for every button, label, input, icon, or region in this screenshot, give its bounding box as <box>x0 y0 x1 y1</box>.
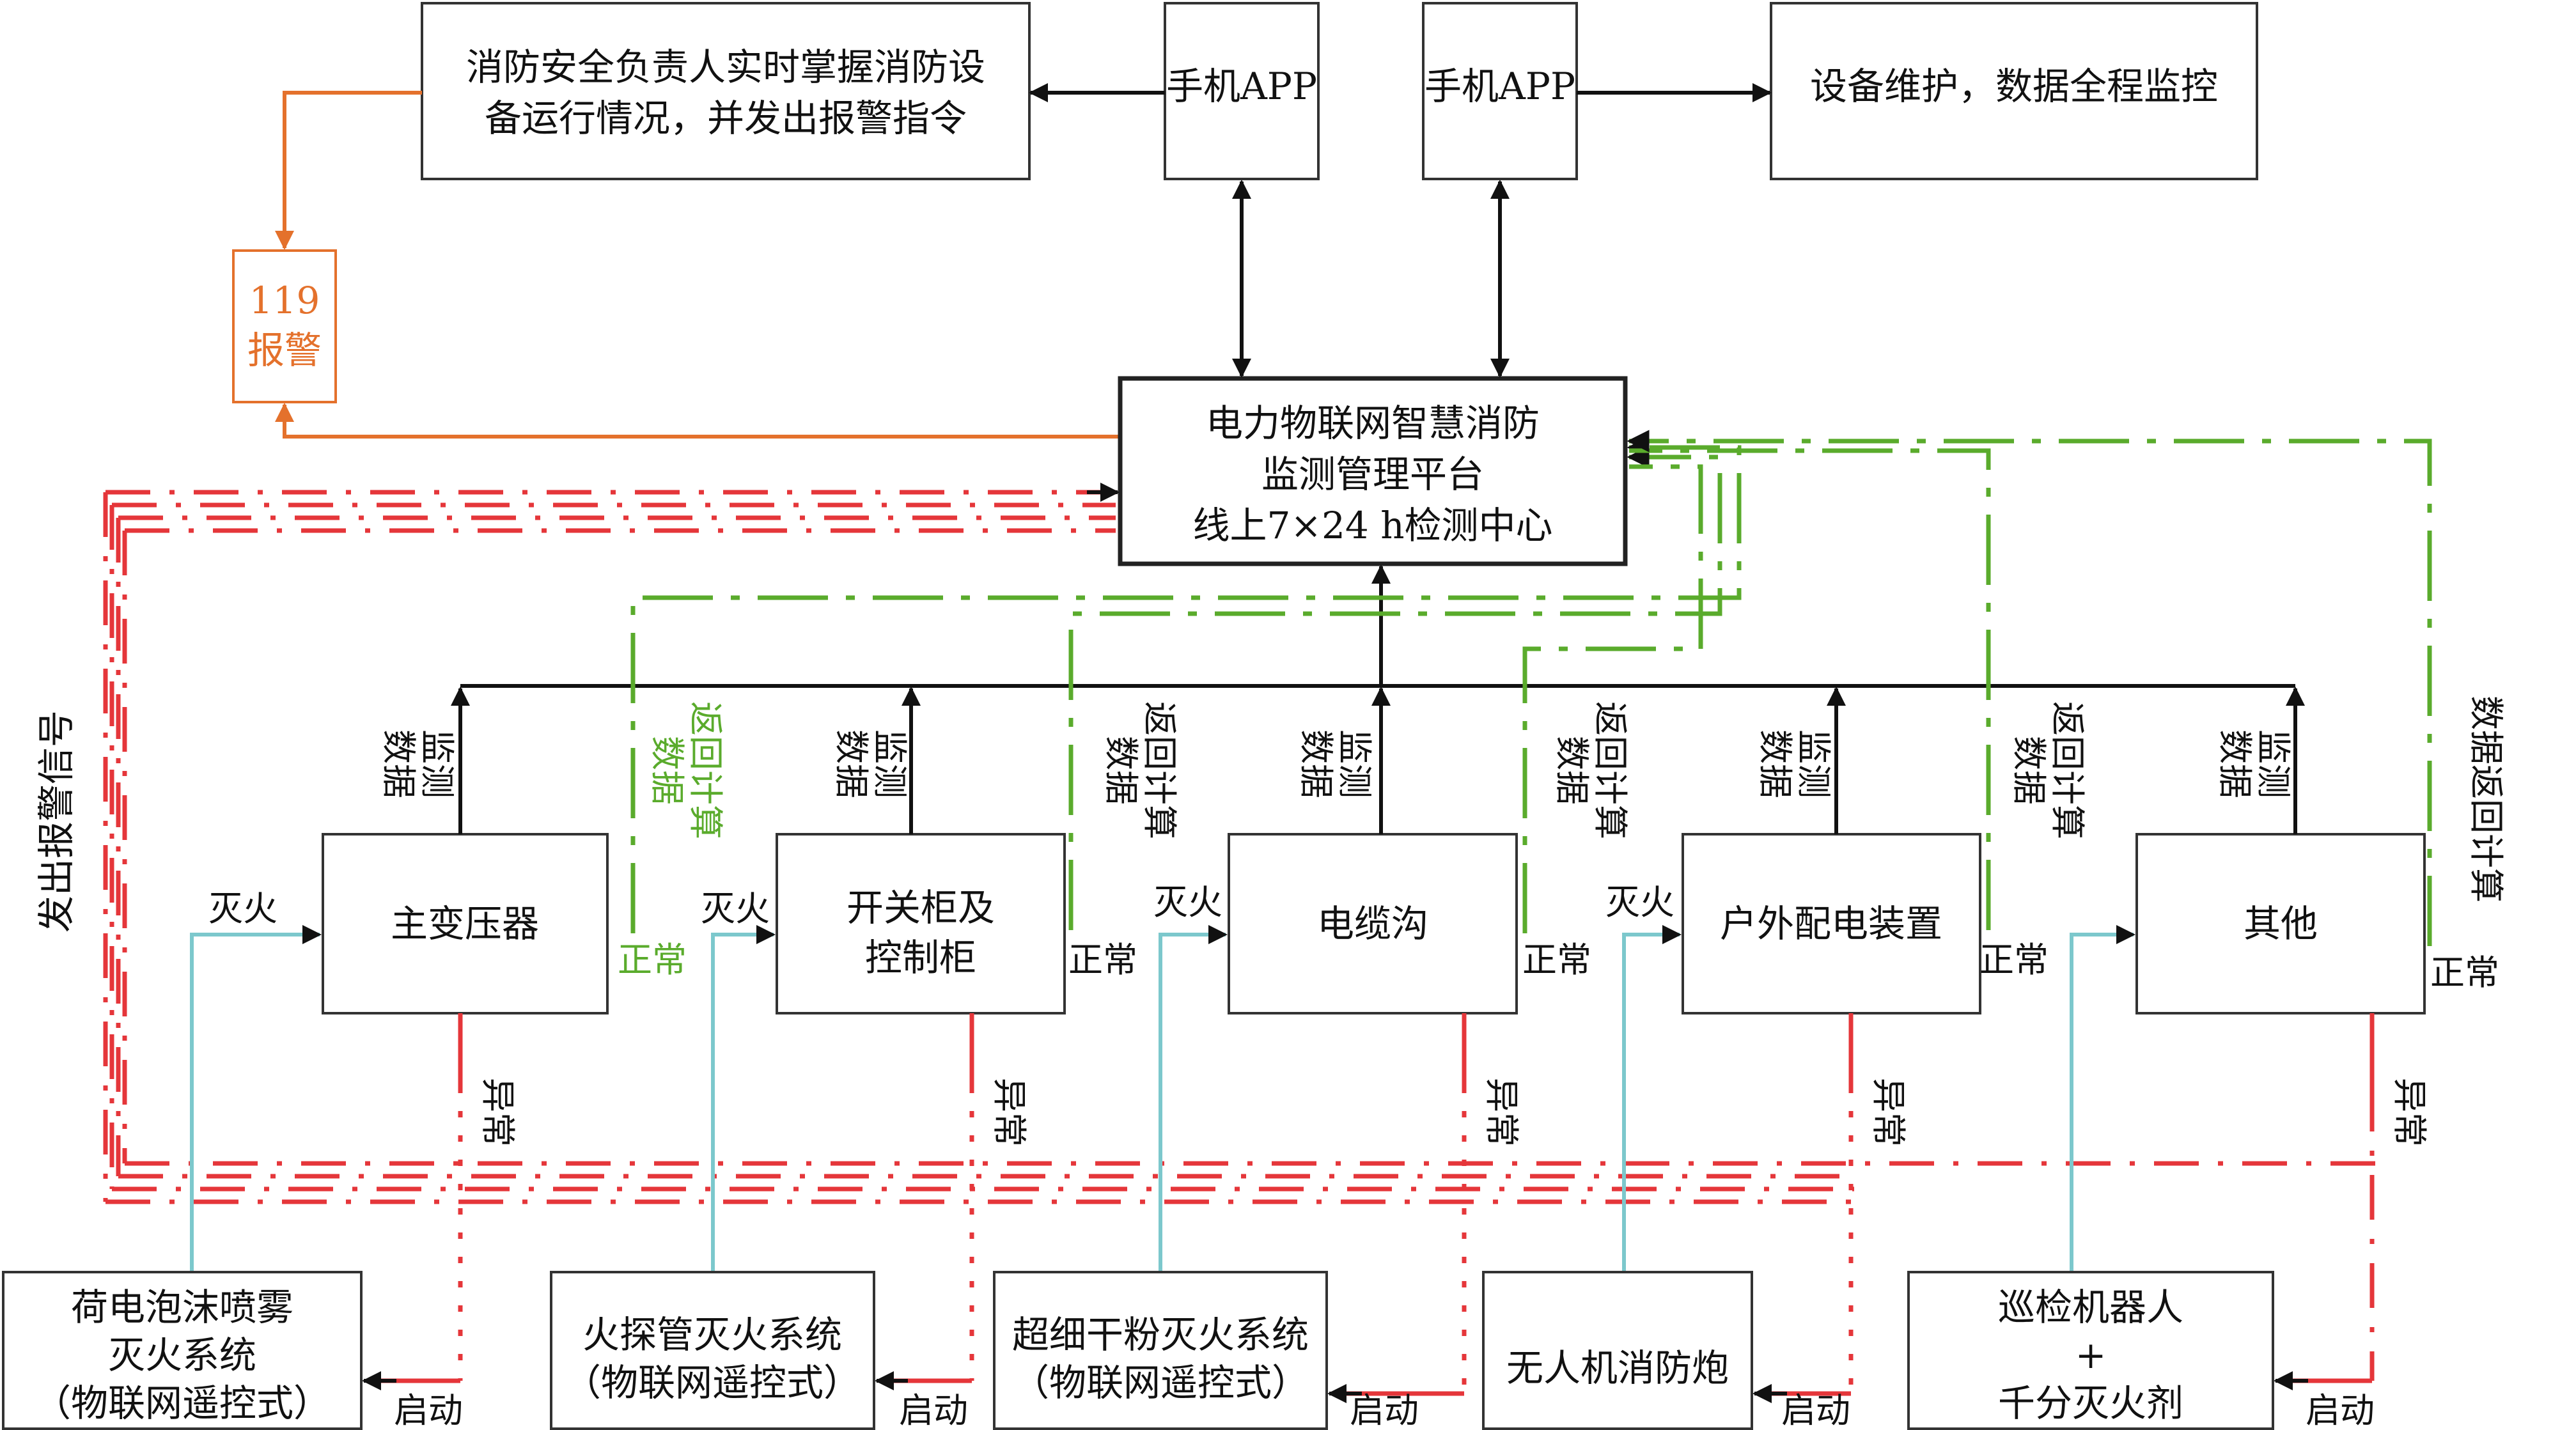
system-robot-line3: 千分灭火剂 <box>1998 1381 2183 1425</box>
start-label-5: 启动 <box>2306 1390 2375 1430</box>
extinguish-label-3: 灭火 <box>1153 882 1222 922</box>
manager-text-line1: 消防安全负责人实时掌握消防设 <box>466 45 985 89</box>
alarm-119-box <box>232 249 337 403</box>
abnormal-labels: 异常 异常 异常 异常 异常 <box>478 1078 2430 1147</box>
start-arrows <box>362 1371 2372 1403</box>
system-robot-line1: 巡检机器人 <box>1998 1286 2183 1329</box>
data-return-labels: 数据 返回计算 数据 返回计算 数据 返回计算 数据 返回计算 数据返回计算 <box>647 696 2506 903</box>
extinguish-label-4: 灭火 <box>1605 882 1674 922</box>
maintenance-label: 设备维护，数据全程监控 <box>1810 65 2218 108</box>
systems-row: 荷电泡沫喷雾 灭火系统 （物联网遥控式） 火探管灭火系统 （物联网遥控式） 超细… <box>2 1271 2274 1430</box>
system-box-ultrafine-powder <box>993 1271 1328 1430</box>
equipment-label-other: 其他 <box>2244 902 2318 945</box>
mobile-app-label-right: 手机APP <box>1425 65 1575 108</box>
abnormal-label-2: 异常 <box>989 1078 1029 1147</box>
alarm-119-number: 119 <box>249 279 320 322</box>
platform-line2: 监测管理平台 <box>1261 453 1484 496</box>
system-foam-line2: 灭火系统 <box>108 1333 256 1377</box>
abnormal-label-1: 异常 <box>478 1078 518 1147</box>
data-return-label-1a: 数据 <box>647 736 687 805</box>
system-foam-line1: 荷电泡沫喷雾 <box>71 1286 293 1329</box>
equipment-box-switchgear <box>776 833 1066 1014</box>
extinguish-label-1: 灭火 <box>208 889 277 929</box>
normal-label-5: 正常 <box>2430 952 2499 993</box>
abnormal-label-4: 异常 <box>1868 1078 1909 1147</box>
data-monitor-label-4b: 监测 <box>1793 729 1834 798</box>
data-monitor-label-5b: 监测 <box>2253 729 2293 798</box>
mobile-app-box-right <box>1422 2 1578 180</box>
equipment-box-other <box>2135 833 2426 1014</box>
data-monitor-label-3b: 监测 <box>1334 729 1375 798</box>
normal-labels: 正常 正常 正常 正常 正常 <box>618 940 2499 993</box>
system-tube-line1: 火探管灭火系统 <box>582 1313 842 1356</box>
equipment-label-switchgear-1: 开关柜及 <box>847 886 995 929</box>
data-return-label-3a: 数据 <box>1552 736 1592 805</box>
maintenance-box <box>1770 2 2258 180</box>
system-box-fire-detection-tube <box>550 1271 875 1430</box>
normal-label-2: 正常 <box>1068 940 1137 980</box>
equipment-row: 主变压器 开关柜及 控制柜 电缆沟 户外配电装置 其他 <box>322 833 2426 1014</box>
data-return-label-5: 数据返回计算 <box>2466 696 2506 903</box>
data-return-label-2b: 返回计算 <box>1139 701 1180 839</box>
platform-line1: 电力物联网智慧消防 <box>1206 401 1540 445</box>
equipment-label-main-transformer: 主变压器 <box>391 902 539 945</box>
normal-label-4: 正常 <box>1979 940 2049 980</box>
system-powder-line2: （物联网遥控式） <box>1012 1361 1309 1404</box>
start-label-3: 启动 <box>1350 1390 1419 1430</box>
green-return-lines <box>630 430 2432 946</box>
alarm-119-text: 报警 <box>247 329 322 372</box>
data-return-label-4a: 数据 <box>2009 736 2049 805</box>
equipment-label-cable-trench: 电缆沟 <box>1317 902 1428 945</box>
normal-label-3: 正常 <box>1522 940 1591 980</box>
data-monitor-label-4: 数据 <box>1755 729 1795 798</box>
equipment-box-cable-trench <box>1228 833 1518 1014</box>
arrow-manager-to-119 <box>275 91 422 250</box>
extinguish-lines <box>190 925 2135 1272</box>
system-drone-line1: 无人机消防炮 <box>1506 1346 1729 1390</box>
start-label-4: 启动 <box>1781 1390 1850 1430</box>
data-monitor-labels: 数据 监测 数据 监测 数据 监测 数据 监测 数据 监测 <box>379 729 2293 798</box>
system-box-drone-cannon <box>1482 1271 1753 1430</box>
data-monitor-label-1b: 监测 <box>417 729 457 798</box>
platform-line3: 线上7×24 h检测中心 <box>1192 504 1552 547</box>
start-label-2: 启动 <box>899 1390 968 1430</box>
mobile-app-box-left <box>1164 2 1320 180</box>
equipment-label-switchgear-2: 控制柜 <box>865 936 976 979</box>
data-monitor-label-2b: 监测 <box>870 729 910 798</box>
platform-box <box>1118 376 1628 566</box>
start-labels: 启动 启动 启动 启动 启动 <box>394 1390 2375 1430</box>
data-monitor-label-2: 数据 <box>831 729 871 798</box>
arrow-platform-to-119 <box>275 403 1120 439</box>
abnormal-label-5: 异常 <box>2389 1078 2430 1147</box>
extinguish-label-2: 灭火 <box>701 889 770 929</box>
data-return-label-3b: 返回计算 <box>1590 701 1630 839</box>
system-box-inspection-robot <box>1907 1271 2274 1430</box>
system-foam-line3: （物联网遥控式） <box>34 1381 331 1425</box>
system-box-foam-spray <box>2 1271 363 1430</box>
mobile-app-label-left: 手机APP <box>1166 65 1317 108</box>
start-label-1: 启动 <box>394 1390 463 1430</box>
system-robot-line2: + <box>2075 1333 2107 1377</box>
data-monitor-label-1: 数据 <box>379 729 419 798</box>
equipment-box-main-transformer <box>322 833 609 1014</box>
abnormal-lines <box>458 1013 2375 1394</box>
equipment-box-outdoor-distribution <box>1682 833 1981 1014</box>
data-monitor-arrows <box>451 687 2305 834</box>
normal-label-1: 正常 <box>618 940 687 980</box>
extinguish-labels: 灭火 灭火 灭火 灭火 <box>208 882 1674 929</box>
system-tube-line2: （物联网遥控式） <box>564 1361 861 1404</box>
equipment-label-outdoor-distribution: 户外配电装置 <box>1720 902 1942 945</box>
system-powder-line1: 超细干粉灭火系统 <box>1012 1313 1309 1356</box>
data-return-label-2a: 数据 <box>1101 736 1141 805</box>
data-return-label-4b: 返回计算 <box>2047 701 2088 839</box>
abnormal-label-3: 异常 <box>1481 1078 1522 1147</box>
manager-box <box>421 2 1031 180</box>
manager-text-line2: 备运行情况，并发出报警指令 <box>485 97 967 140</box>
data-return-label-1b: 返回计算 <box>685 701 726 839</box>
side-label-send-alarm: 发出报警信号 <box>35 710 78 933</box>
data-monitor-label-5: 数据 <box>2215 729 2255 798</box>
data-monitor-label-3: 数据 <box>1296 729 1336 798</box>
red-alarm-signal-lines <box>103 490 2378 1204</box>
